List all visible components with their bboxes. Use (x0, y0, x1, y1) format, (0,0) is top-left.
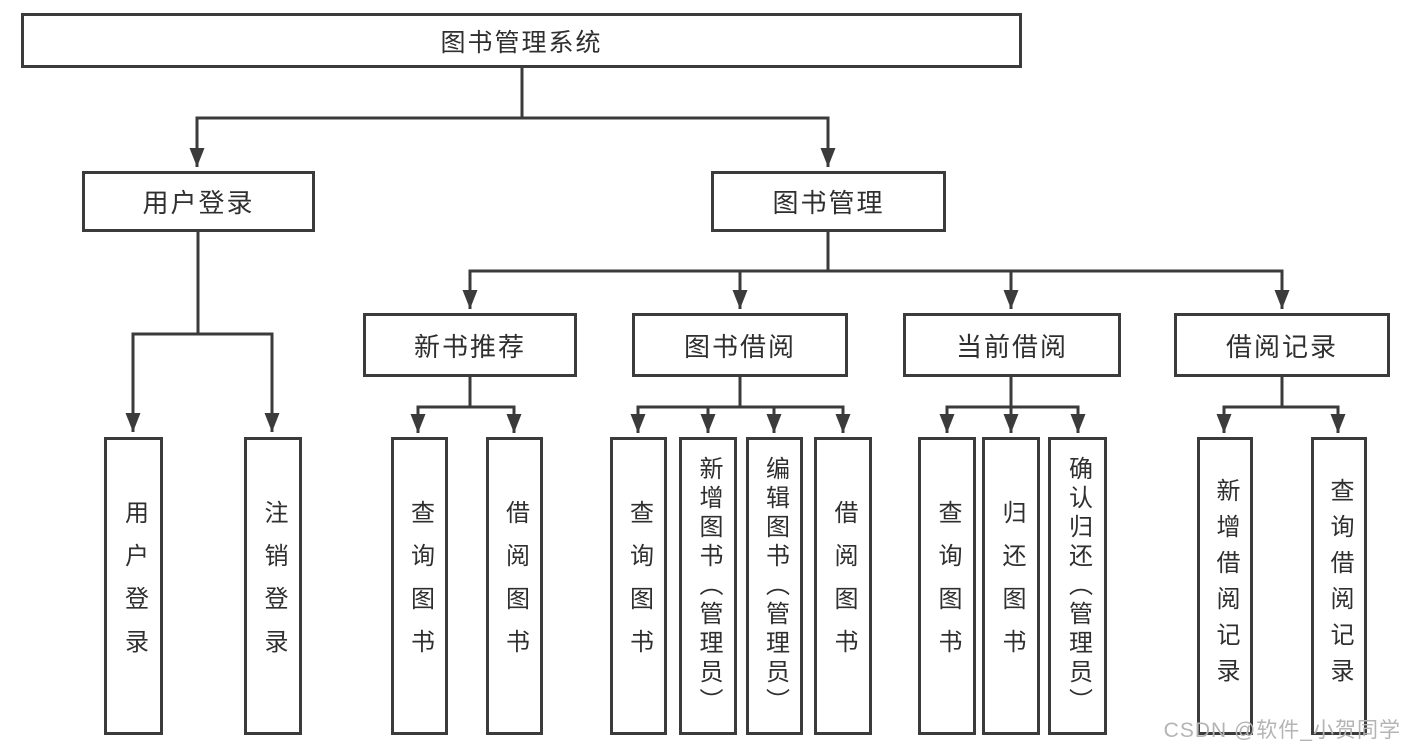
leaf-label: 借阅图书 (501, 500, 529, 672)
leaf-query-borrow-record: 查询借阅记录 (1311, 437, 1367, 735)
watermark-text: CSDN @软件_小贺同学 (1163, 719, 1401, 742)
leaf-add-book-admin: 新增图书（管理员） (679, 437, 737, 735)
leaf-query-books-recommend: 查询图书 (391, 437, 448, 735)
leaf-edit-book-admin: 编辑图书（管理员） (746, 437, 803, 735)
leaf-return-books: 归还图书 (982, 437, 1040, 735)
node-borrowing-records: 借阅记录 (1174, 313, 1390, 377)
leaf-label: 查询借阅记录 (1326, 478, 1353, 694)
leaf-label: 查询图书 (406, 500, 434, 672)
node-user-login: 用户登录 (82, 171, 315, 232)
leaf-confirm-return-admin: 确认归还（管理员） (1048, 437, 1107, 735)
leaf-add-borrow-record: 新增借阅记录 (1197, 437, 1253, 735)
leaf-label: 归还图书 (998, 500, 1025, 672)
leaf-label: 编辑图书（管理员） (761, 455, 789, 717)
leaf-query-books-current: 查询图书 (918, 437, 976, 735)
node-library-system: 图书管理系统 (21, 13, 1022, 68)
leaf-label: 查询图书 (625, 500, 653, 672)
connector-group (125, 68, 1346, 433)
node-book-borrowing: 图书借阅 (632, 313, 848, 377)
leaf-borrow-books: 借阅图书 (814, 437, 872, 735)
leaf-label: 用户登录 (120, 500, 148, 672)
leaf-label: 查询图书 (934, 500, 961, 672)
leaf-logout: 注销登录 (244, 437, 302, 735)
leaf-borrow-books-recommend: 借阅图书 (486, 437, 543, 735)
leaf-user-login: 用户登录 (104, 437, 163, 735)
leaf-label: 确认归还（管理员） (1064, 455, 1092, 717)
node-new-book-recommend: 新书推荐 (363, 313, 577, 377)
leaf-query-books-borrowing: 查询图书 (610, 437, 667, 735)
leaf-label: 新增图书（管理员） (695, 455, 722, 717)
leaf-label: 新增借阅记录 (1212, 478, 1239, 694)
leaf-label: 注销登录 (260, 500, 287, 672)
node-current-borrowing: 当前借阅 (903, 313, 1121, 377)
leaf-label: 借阅图书 (830, 500, 857, 672)
node-book-management: 图书管理 (711, 171, 946, 232)
